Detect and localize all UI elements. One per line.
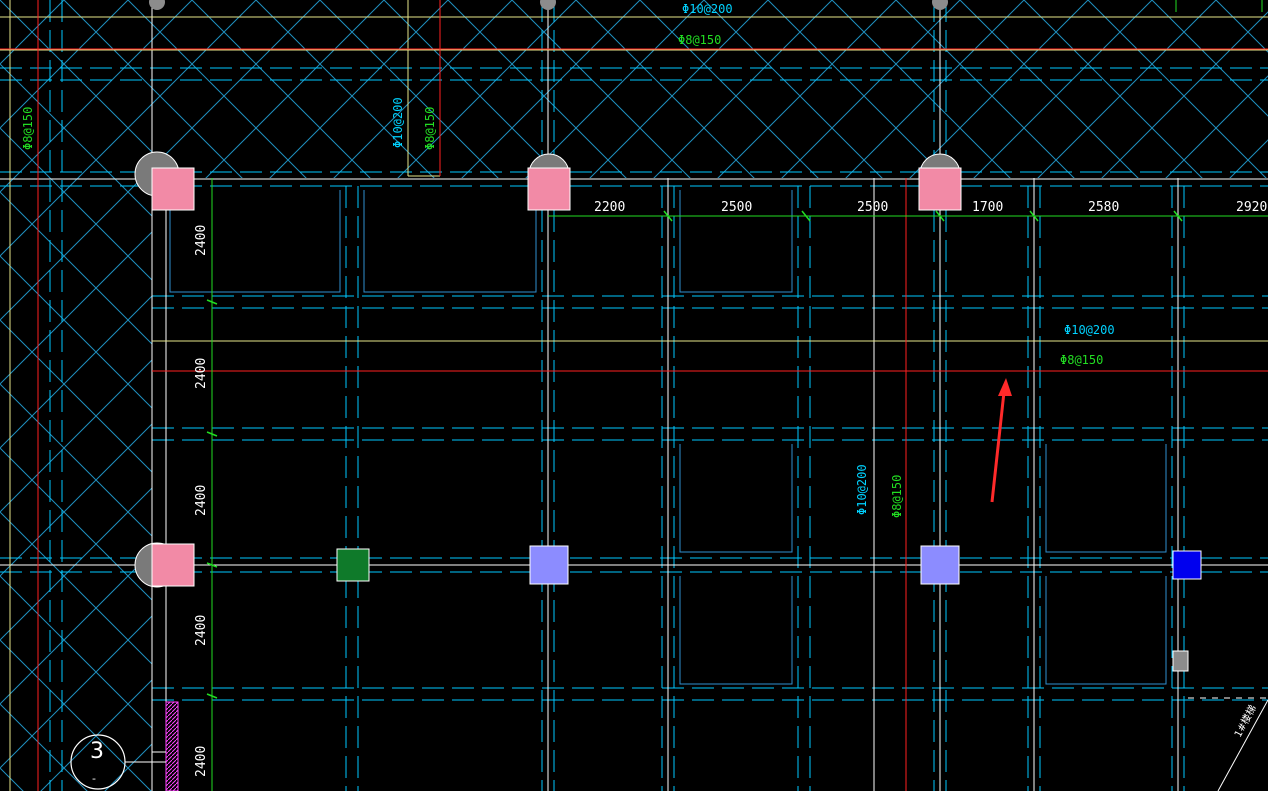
top-slab-hatch	[0, 0, 1268, 178]
horizontal-dimensions: 2200 2500 2500 1700 2580 2920	[594, 200, 1267, 215]
axis-bubble-sub: -	[92, 772, 96, 785]
annotation-arrow	[990, 378, 1012, 503]
columns	[134, 0, 1202, 672]
dim-v-1: 2400	[194, 225, 209, 256]
mid-vertical-rebar-right: Φ8@150	[890, 475, 904, 518]
mid-rebar-lower-label: Φ8@150	[1060, 353, 1103, 367]
mid-vertical-rebar-left: Φ10@200	[855, 464, 869, 515]
column-green	[336, 548, 370, 582]
column-pink-d	[151, 543, 195, 587]
column-grey-small	[1172, 650, 1189, 672]
column-purple-b	[920, 545, 960, 585]
top-rebar-lower-label: Φ8@150	[678, 33, 721, 47]
dim-v-5: 2400	[194, 746, 209, 777]
column-blue	[1172, 550, 1202, 580]
dim-v-2: 2400	[194, 358, 209, 389]
dim-v-3: 2400	[194, 485, 209, 516]
column-pink-c	[918, 167, 962, 211]
column-pink-b	[527, 167, 571, 211]
stair-hatch-strip	[165, 701, 179, 791]
column-purple-a	[529, 545, 569, 585]
upper-vertical-rebar-right: Φ8@150	[423, 107, 437, 150]
dimension-ticks	[206, 210, 1183, 699]
dim-h-3: 2500	[857, 200, 888, 215]
dim-h-6: 2920	[1236, 200, 1267, 215]
dim-h-5: 2580	[1088, 200, 1119, 215]
left-rebar-label: Φ8@150	[21, 107, 35, 150]
mid-rebar-upper-label: Φ10@200	[1064, 323, 1115, 337]
left-slab-hatch	[0, 178, 152, 791]
upper-vertical-rebar-left: Φ10@200	[391, 97, 405, 148]
top-rebar-upper-label: Φ10@200	[682, 2, 733, 16]
axis-bubble: 3 -	[70, 734, 166, 790]
dim-h-2: 2500	[721, 200, 752, 215]
dim-h-1: 2200	[594, 200, 625, 215]
column-pink-a	[151, 167, 195, 211]
axis-bubble-label: 3	[90, 739, 104, 764]
dim-h-4: 1700	[972, 200, 1003, 215]
vertical-dimensions: 2400 2400 2400 2400 2400	[194, 225, 209, 777]
dim-v-4: 2400	[194, 615, 209, 646]
